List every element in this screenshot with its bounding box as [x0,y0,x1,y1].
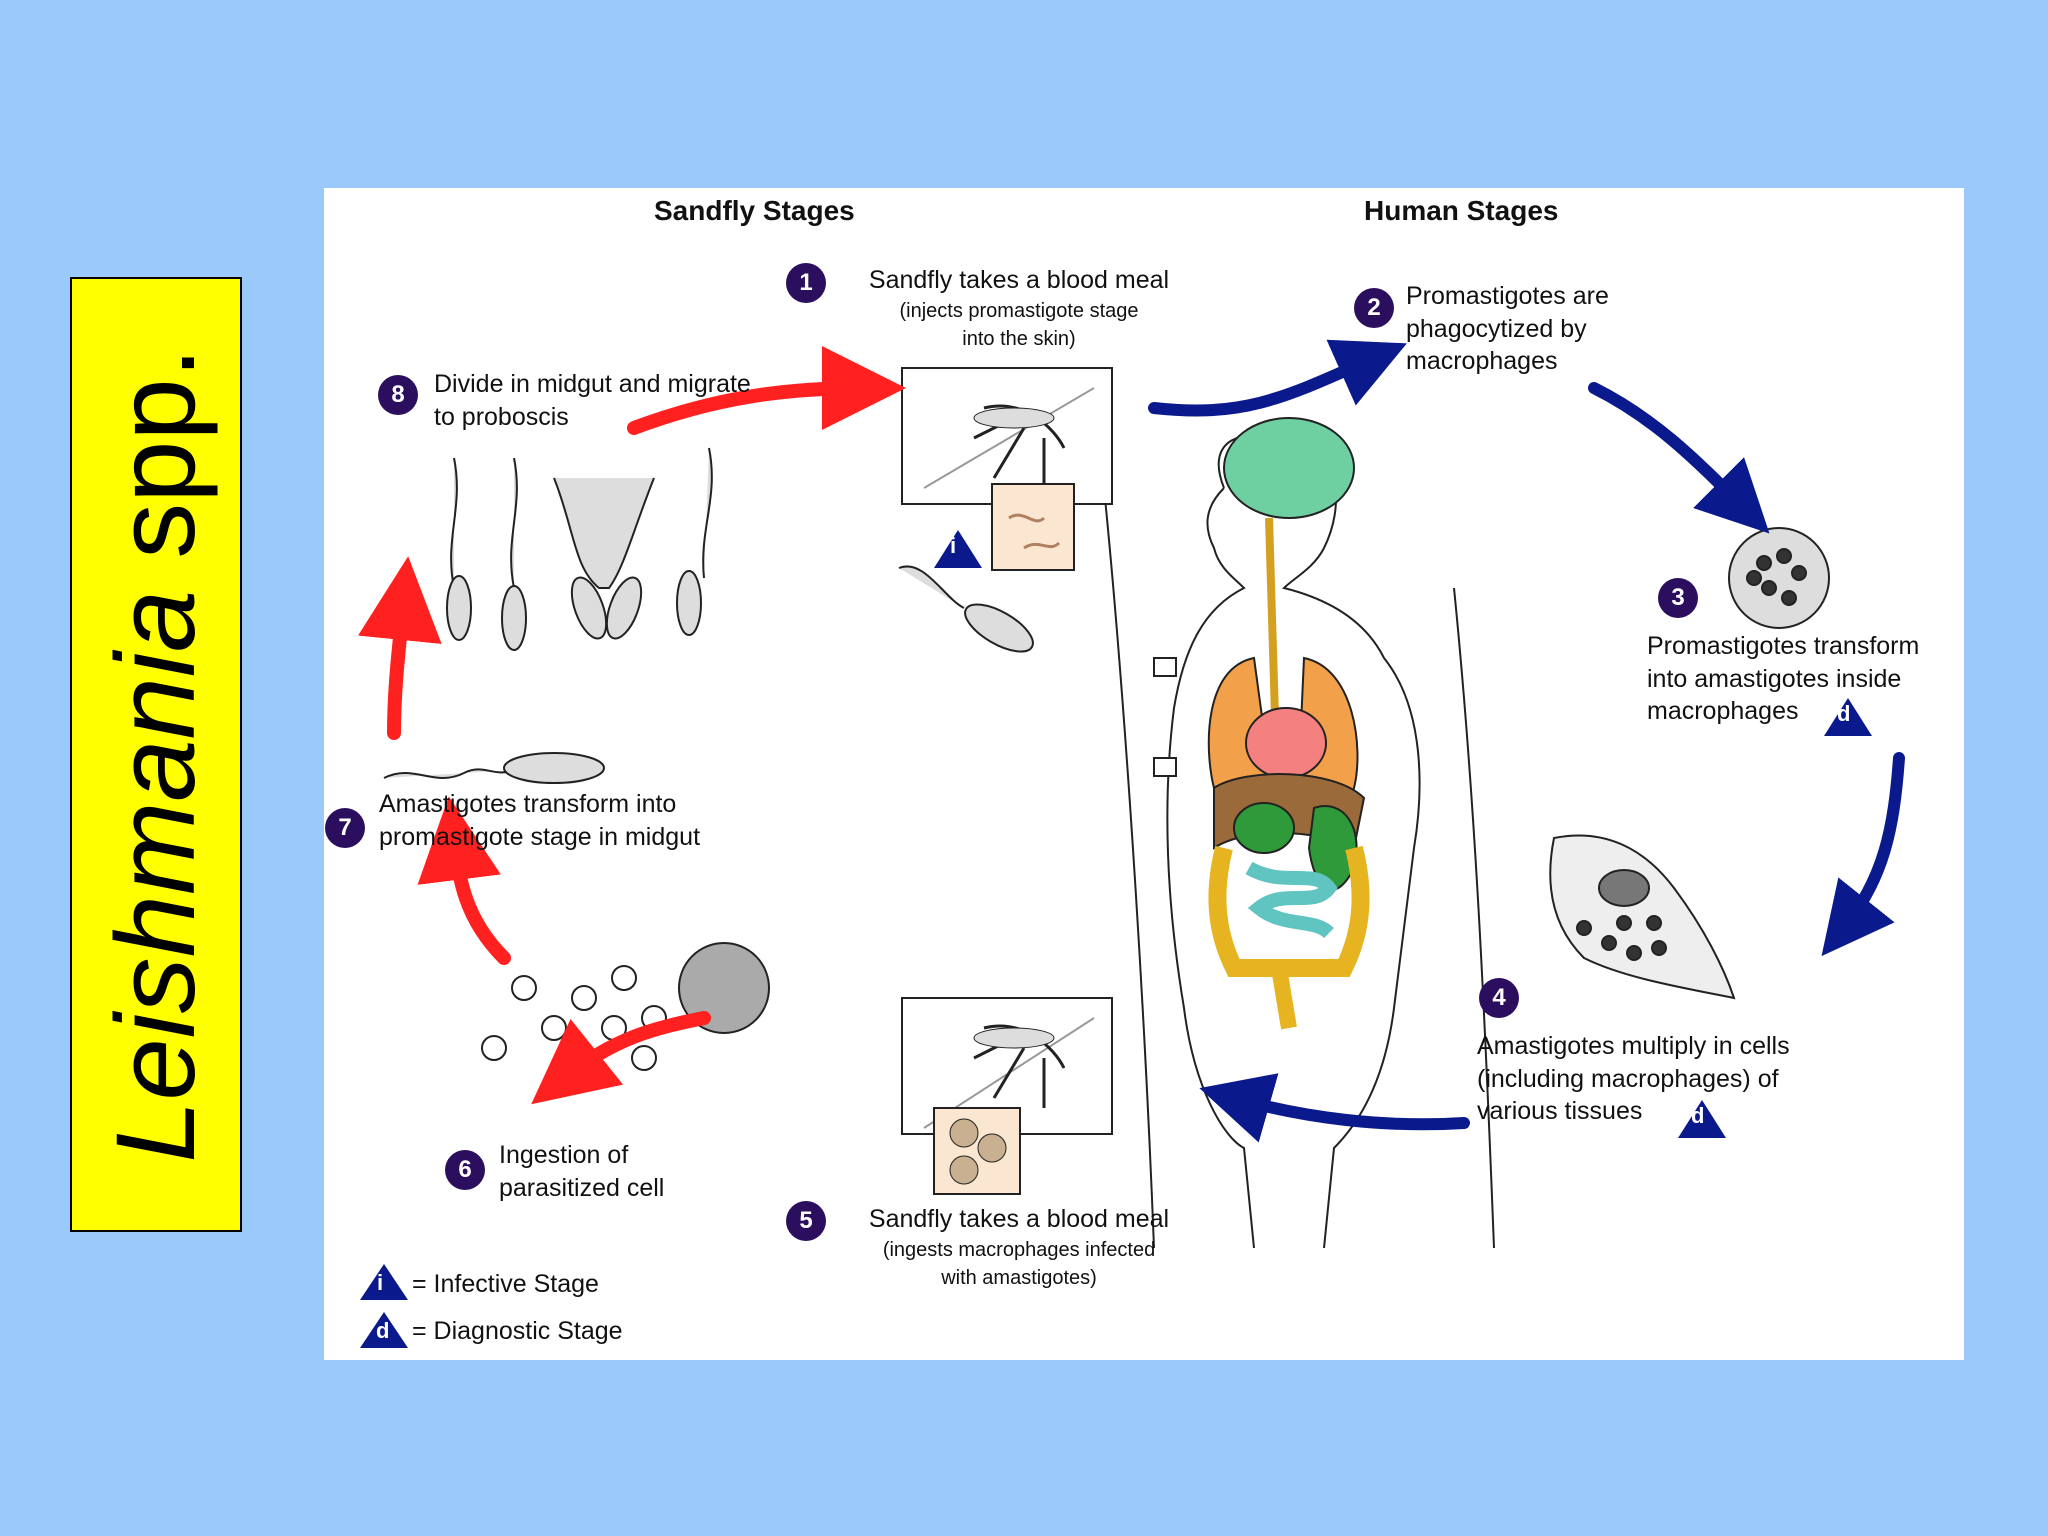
step-badge-8: 8 [378,375,418,415]
arrow-8-to-1 [627,346,906,435]
title-box: Leishmania spp. [70,277,242,1232]
infective-marker-step1: i [950,533,957,558]
arrow-5-to-6 [531,1011,711,1105]
arrow-4-to-5 [1199,1073,1470,1143]
step-badge-2: 2 [1354,288,1394,328]
header-human-stages: Human Stages [1364,195,1559,226]
arrow-2-to-3 [1588,382,1770,534]
arrow-6-to-7 [417,796,511,965]
title-genus: Leishmania [93,589,218,1163]
tissue-cell [1549,834,1736,1000]
sandfly-cycle-arrows [358,346,906,1105]
step-badge-7: 7 [325,808,365,848]
arrow-3-to-4 [1821,752,1905,957]
skin-site-lower [1153,757,1177,777]
step-8-label: Divide in midgut and migrate to probosci… [434,370,751,431]
sandfly-box-bottom [901,997,1113,1195]
promastigotes-cluster [446,447,713,651]
title-rest: spp. [93,346,218,590]
human-cycle-arrows [1148,339,1905,1143]
step-7-label: Amastigotes transform into promastigote … [379,790,701,851]
legend-infective-label: = Infective Stage [412,1270,599,1298]
step-5-title: Sandfly takes a blood meal [868,1205,1170,1233]
infective-stage-icon [360,1264,408,1300]
header-sandfly-stages: Sandfly Stages [654,195,855,226]
ingested-cells [481,942,770,1071]
step-2-label: Promastigotes are phagocytized by macrop… [1406,282,1609,375]
life-cycle-diagram: Sandfly Stages Human Stages i d d 1 Sand… [324,188,1964,1360]
promastigote-step7 [383,752,605,784]
human-organs [1207,417,1370,1030]
step-4-label: Amastigotes multiply in cells (including… [1477,1032,1790,1125]
diagnostic-stage-icon [360,1312,408,1348]
sandfly-box-top [901,367,1113,571]
stage-triangles [934,530,1872,1138]
step-1-title: Sandfly takes a blood meal [868,266,1170,294]
diagnostic-marker-step3: d [1837,701,1851,726]
step-5-label: Sandfly takes a blood meal (ingests macr… [839,1203,1199,1292]
diagram-graphics [358,339,1905,1249]
arrow-7-to-8 [358,556,442,740]
skin-site-upper [1153,657,1177,677]
step-1-subtitle: (injects promastigote stage into the ski… [899,299,1139,350]
step-3-label: Promastigotes transform into amastigotes… [1647,632,1920,725]
step-badge-6: 6 [445,1150,485,1190]
diagnostic-marker-step4: d [1691,1103,1705,1128]
step-6-label: Ingestion of parasitized cell [499,1141,665,1202]
legend-diagnostic-label: = Diagnostic Stage [412,1317,623,1345]
step-badge-5: 5 [786,1201,826,1241]
step-5-subtitle: (ingests macrophages infected with amast… [882,1238,1156,1289]
promastigote-single [898,565,1034,653]
arrow-1-to-2 [1148,339,1407,417]
macrophage-cell [1728,527,1830,629]
slide-title: Leishmania spp. [93,347,218,1163]
step-badge-3: 3 [1658,578,1698,618]
step-badge-4: 4 [1479,978,1519,1018]
step-badge-1: 1 [786,263,826,303]
legend-infective-symbol: i [377,1270,384,1295]
step-1-label: Sandfly takes a blood meal (injects prom… [839,264,1199,353]
legend-diagnostic-symbol: d [376,1318,390,1343]
